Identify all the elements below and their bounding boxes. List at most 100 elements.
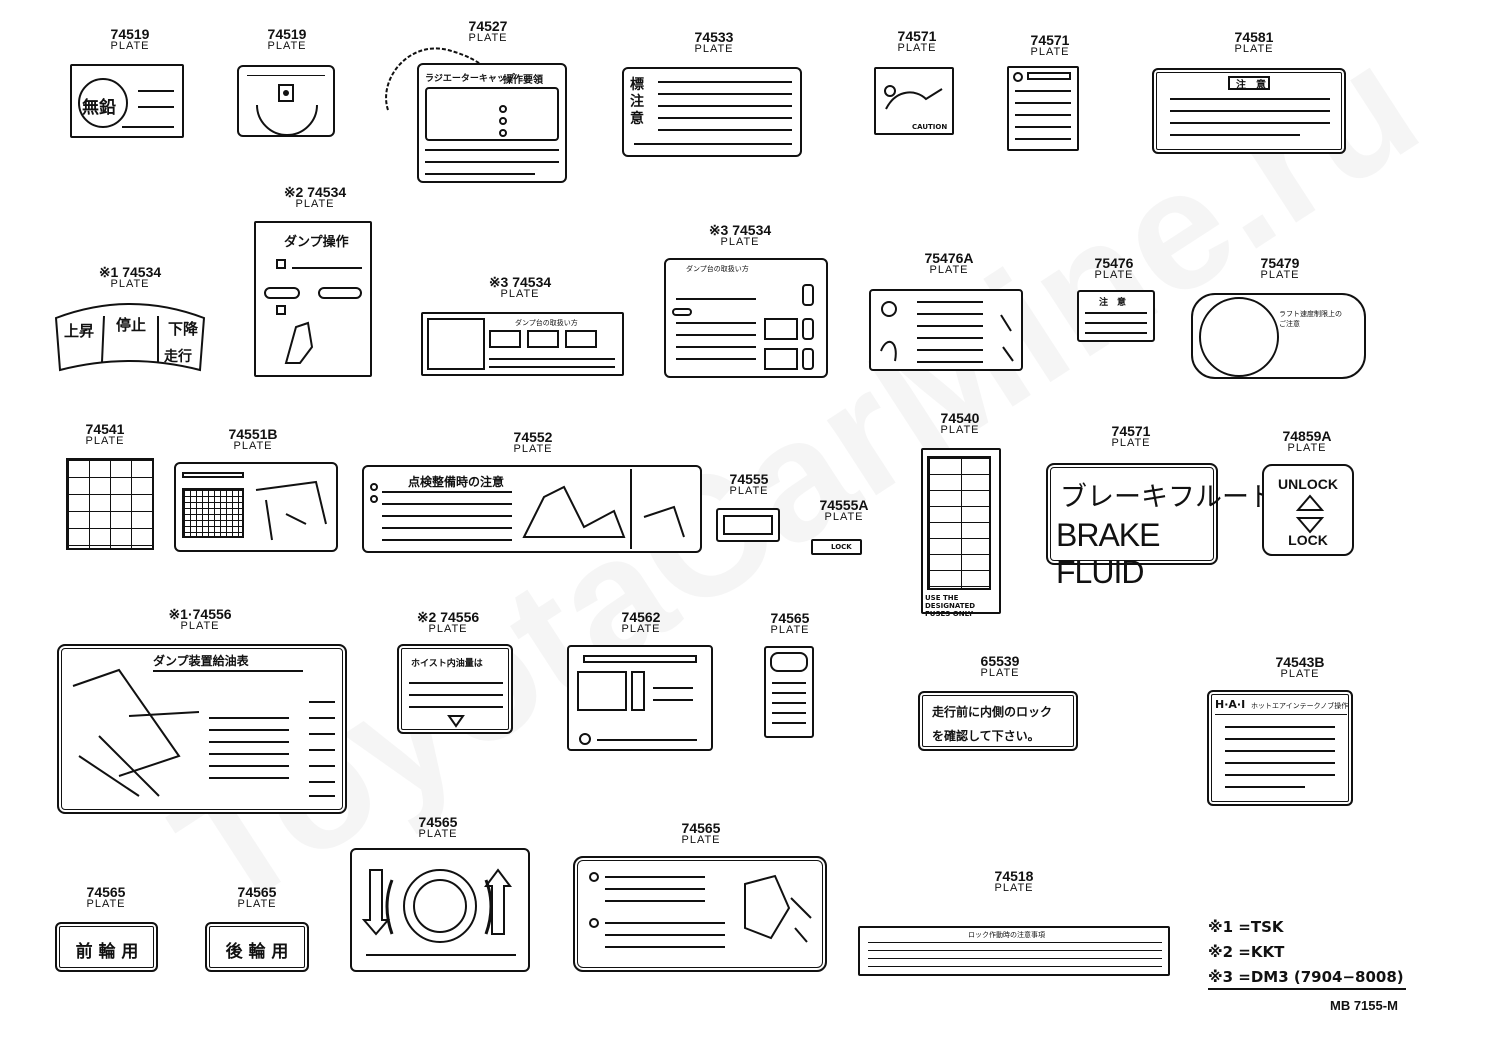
legend-underline [1208,988,1406,990]
part-word: PLATE [267,40,307,52]
plate-74562 [567,645,713,751]
part-word: PLATE [1260,269,1300,281]
plate-74859a: UNLOCK LOCK [1262,464,1354,556]
part-number: 75476A [924,250,974,266]
part-number: ※1 74534 [98,264,162,280]
part-word: PLATE [468,32,508,44]
part-number: ※3 74534 [488,274,552,290]
plate-text: 操作要領 [503,75,543,86]
plate-74541 [66,458,154,550]
plate-74565-a [764,646,814,738]
part-word: PLATE [897,42,937,54]
plate-text: ダンプ装置給油表 [153,654,249,668]
part-number: 74552 [513,429,553,445]
part-word: PLATE [428,623,468,635]
plate-74571-a: CAUTION [874,67,954,135]
plate-74519-b [237,65,335,137]
plate-74533: 標注意 [622,67,802,157]
plate-text: ロック作動時の注意事項 [968,931,1045,939]
plate-text: 前 輪 用 [75,942,139,962]
plate-text: 点検整備時の注意 [408,475,505,489]
part-number: 74571 [1030,32,1070,48]
legend-text: =TSK [1238,918,1284,936]
plate-text: 注 意 [1099,298,1127,308]
lift-illustration [255,480,327,541]
part-word: PLATE [729,485,769,497]
part-number: 74518 [994,868,1034,884]
plate-text: 注 意 [1236,80,1266,91]
part-number: 65539 [980,653,1020,669]
part-word: PLATE [237,898,277,910]
plate-text: ラフト速度制限上の ご注意 [1279,310,1342,328]
part-word: PLATE [110,278,150,290]
part-word: PLATE [929,264,969,276]
legend-mark: ※2 [1208,943,1234,961]
part-word: PLATE [233,440,273,452]
plate-text: LOCK [1288,532,1328,548]
plate-74540: USE THE DESIGNATED FUSES ONLY [921,448,1001,618]
plate-text: 停止 [116,316,147,334]
plate-text: 下降 [168,320,199,338]
plate-74571-brake-fluid: ブレーキフルード BRAKE FLUID [1046,463,1276,590]
part-number: 74565 [418,814,458,830]
plate-text: 後 輪 用 [225,942,289,962]
part-number: 74540 [940,410,980,426]
part-word: PLATE [180,620,220,632]
plate-74552: 点検整備時の注意 [362,465,702,553]
plate-74581: 注 意 [1152,68,1346,154]
part-word: PLATE [694,43,734,55]
legend-mark: ※3 [1208,968,1234,986]
plate-text: を確認して下さい。 [932,729,1040,743]
part-number: 74533 [694,29,734,45]
part-number: 74571 [897,28,937,44]
part-word: PLATE [1234,43,1274,55]
speedometer-dial [1199,297,1279,377]
part-word: PLATE [86,898,126,910]
part-word: PLATE [513,443,553,455]
part-number: ※1·74556 [168,606,232,622]
plate-74518: ロック作動時の注意事項 [858,926,1170,976]
reference-code: MB 7155-M [1330,998,1398,1013]
plate-text: ブレーキフルード [1060,482,1276,513]
part-word: PLATE [1287,442,1327,454]
plate-74543b: H·A·I ホットエアインテークノブ操作 [1207,690,1353,806]
fuse-grid [927,456,991,590]
plate-text: 無鉛 [82,98,116,118]
part-word: PLATE [85,435,125,447]
part-number: 74543B [1275,654,1325,670]
vehicle-illustration [744,874,812,943]
dial-diagram [256,84,318,136]
legend-item-2: ※2 =KKT [1208,943,1284,961]
plate-65539: 走行前に内側のロック を確認して下さい。 [918,691,1078,751]
plate-text: 走行 [164,349,192,365]
plate-text: 上昇 [64,322,95,340]
up-down-arrow-icon [1295,494,1325,534]
part-word: PLATE [621,623,661,635]
part-number: 74519 [267,26,307,42]
part-word: PLATE [1094,269,1134,281]
plate-74571-b [1007,66,1079,151]
circle-emblem [78,78,128,128]
part-word: PLATE [295,198,335,210]
part-number: 75476 [1094,255,1134,271]
plate-text: 標注意 [630,77,644,127]
plate-74534-kkt: ダンプ操作 [254,221,372,377]
